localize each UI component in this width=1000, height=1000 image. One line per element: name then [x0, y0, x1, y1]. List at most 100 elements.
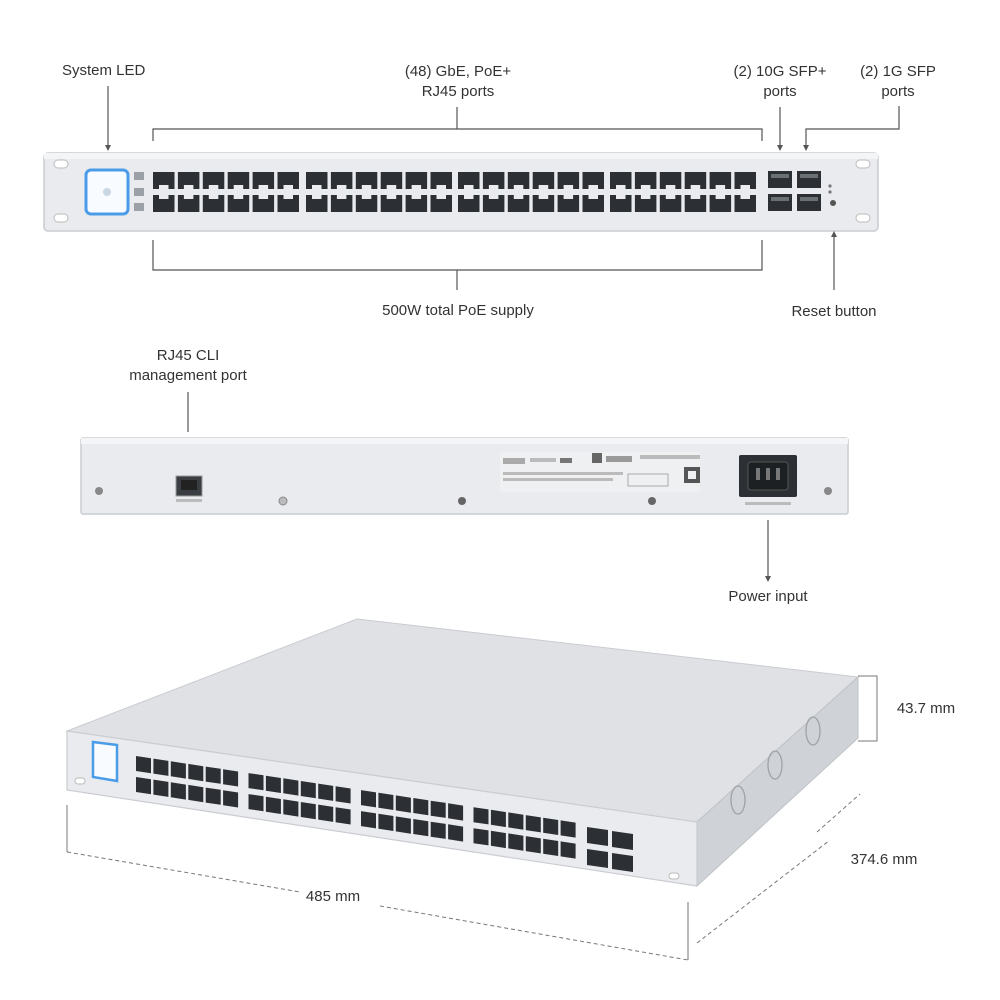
rj45-port — [380, 195, 403, 212]
rj45-port-latch — [436, 195, 446, 199]
rj45-port-latch — [715, 195, 726, 199]
rj45-port — [557, 195, 580, 212]
rj45-port-latch — [690, 195, 701, 199]
poe-supply-label: 500W total PoE supply — [382, 302, 534, 319]
reset-button-label: Reset button — [791, 303, 877, 320]
cli-port-label: RJ45 CLI management port — [110, 346, 266, 386]
rj45-port-latch — [640, 195, 651, 199]
rj45-port — [508, 812, 524, 830]
rj45-port-latch — [159, 185, 169, 189]
rj45-port — [205, 766, 221, 784]
rj45-port-latch — [665, 185, 676, 189]
rj45-port — [306, 172, 328, 189]
rj45-port-latch — [183, 195, 194, 199]
sfp-label-line1: (2) 1G SFP — [860, 63, 936, 80]
rj45-port-latch — [386, 185, 397, 189]
product-label-sticker — [500, 452, 700, 492]
system-led-perspective — [91, 740, 119, 783]
rj45-port — [395, 795, 411, 813]
rj45-port-latch — [312, 195, 322, 199]
rj45-port — [378, 813, 394, 831]
rj45-port — [188, 784, 204, 803]
rj45-port — [380, 172, 403, 189]
rj45-port — [405, 172, 428, 189]
rj45-port-latch — [563, 195, 574, 199]
rj45-port-latch — [464, 185, 474, 189]
rj45-port — [227, 195, 250, 212]
sfp-plus-label-line1: (2) 10G SFP+ — [733, 63, 827, 80]
rj45-port — [395, 816, 411, 834]
rj45-port — [252, 172, 275, 189]
rj45-port — [430, 821, 446, 839]
rj45-port — [532, 172, 555, 189]
rj45-port — [684, 195, 707, 212]
rj45-port-latch — [464, 195, 474, 199]
rj45-port-latch — [588, 185, 598, 189]
sfp-ports-label: (2) 1G SFP ports — [848, 62, 948, 102]
rj45-port — [482, 172, 505, 189]
rj45-port-latch — [386, 195, 397, 199]
rj45-port-grid-perspective — [136, 756, 576, 859]
rj45-ports-label-line2: RJ45 ports — [421, 83, 495, 100]
system-led-label: System LED — [62, 62, 146, 79]
sfp-port — [797, 194, 821, 211]
rj45-port — [248, 794, 264, 812]
rj45-port-latch — [336, 185, 347, 189]
rj45-port — [430, 172, 452, 189]
rj45-port-latch — [715, 185, 726, 189]
rj45-port — [684, 172, 707, 189]
rj45-port — [300, 802, 316, 820]
rj45-port-latch — [183, 185, 194, 189]
rj45-port — [265, 796, 281, 814]
rj45-port — [405, 195, 428, 212]
screw — [95, 487, 103, 495]
rj45-port — [560, 820, 576, 838]
rj45-port-latch — [258, 195, 269, 199]
rj45-port — [153, 195, 175, 212]
rj45-port — [734, 172, 756, 189]
sfp-plus-ports-label: (2) 10G SFP+ ports — [722, 62, 838, 102]
rj45-port — [507, 172, 530, 189]
rj45-port — [634, 195, 657, 212]
rj45-port — [170, 782, 186, 800]
rj45-port — [300, 781, 316, 799]
rj45-port-latch — [665, 195, 676, 199]
height-dimension-label: 43.7 mm — [896, 700, 956, 717]
rack-hole — [53, 159, 69, 169]
rj45-port — [560, 841, 576, 859]
rj45-port-latch — [208, 195, 219, 199]
rj45-port — [355, 172, 378, 189]
rj45-port — [330, 195, 353, 212]
rj45-port — [634, 172, 657, 189]
rj45-port — [202, 195, 225, 212]
rj45-port — [153, 779, 169, 797]
rj45-port — [508, 833, 524, 851]
rj45-port-latch — [208, 185, 219, 189]
rj45-port — [430, 195, 452, 212]
rj45-port-latch — [159, 195, 169, 199]
rj45-port — [265, 775, 281, 793]
fan-vent — [730, 716, 821, 815]
rj45-port — [413, 819, 429, 837]
rj45-port — [610, 195, 632, 212]
rj45-port — [136, 777, 151, 795]
sfp-port — [797, 171, 821, 188]
cli-port-label-line1: RJ45 CLI — [156, 347, 220, 364]
rj45-port-latch — [361, 185, 372, 189]
rj45-port-latch — [283, 185, 293, 189]
rj45-port — [430, 800, 446, 818]
rj45-port — [318, 783, 334, 801]
rj45-port-latch — [436, 185, 446, 189]
sfp-plus-port — [768, 194, 792, 211]
rj45-port-latch — [740, 185, 750, 189]
rj45-port — [473, 828, 489, 846]
rj45-port-latch — [258, 185, 269, 189]
sfp-label-line2: ports — [881, 83, 915, 100]
rj45-port-latch — [488, 195, 499, 199]
rj45-port-latch — [513, 195, 524, 199]
power-input-label: Power input — [728, 588, 808, 605]
rj45-port-latch — [740, 195, 750, 199]
screw — [278, 496, 288, 506]
rj45-port — [525, 815, 541, 833]
rj45-port — [490, 809, 506, 828]
